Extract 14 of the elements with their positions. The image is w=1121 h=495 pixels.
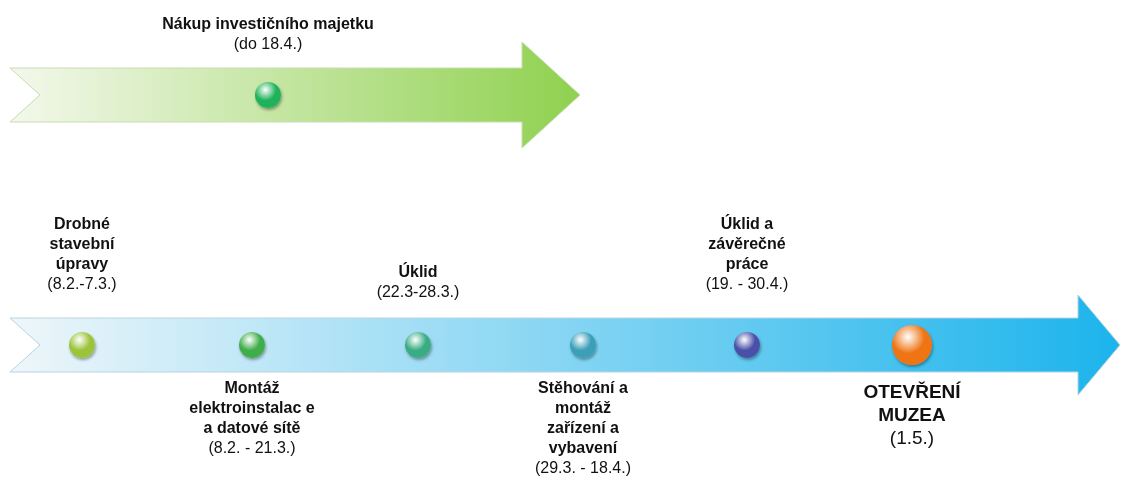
date-range: (22.3-28.3.)	[375, 282, 461, 302]
milestone-title: Montáž elektroinstalac e a datové sítě	[188, 378, 316, 438]
date-range: (8.2. - 21.3.)	[207, 438, 297, 458]
milestone-title: Drobné stavební úpravy	[48, 214, 116, 274]
date-range: (1.5.)	[888, 426, 936, 449]
date-range: (8.2.-7.3.)	[46, 274, 118, 294]
milestone-title: Úklid a závěrečné práce	[707, 214, 787, 274]
date-range: (19. - 30.4.)	[704, 274, 790, 294]
milestone-title: OTEVŘENÍ MUZEA	[862, 380, 962, 426]
date-range: (29.3. - 18.4.)	[533, 458, 632, 478]
milestone-title: Stěhování a montáž zařízení a vybavení	[537, 378, 629, 458]
milestone-title: Úklid	[397, 262, 439, 282]
date-range: (do 18.4.)	[232, 34, 304, 54]
milestone-title: Nákup investičního majetku	[161, 14, 375, 34]
